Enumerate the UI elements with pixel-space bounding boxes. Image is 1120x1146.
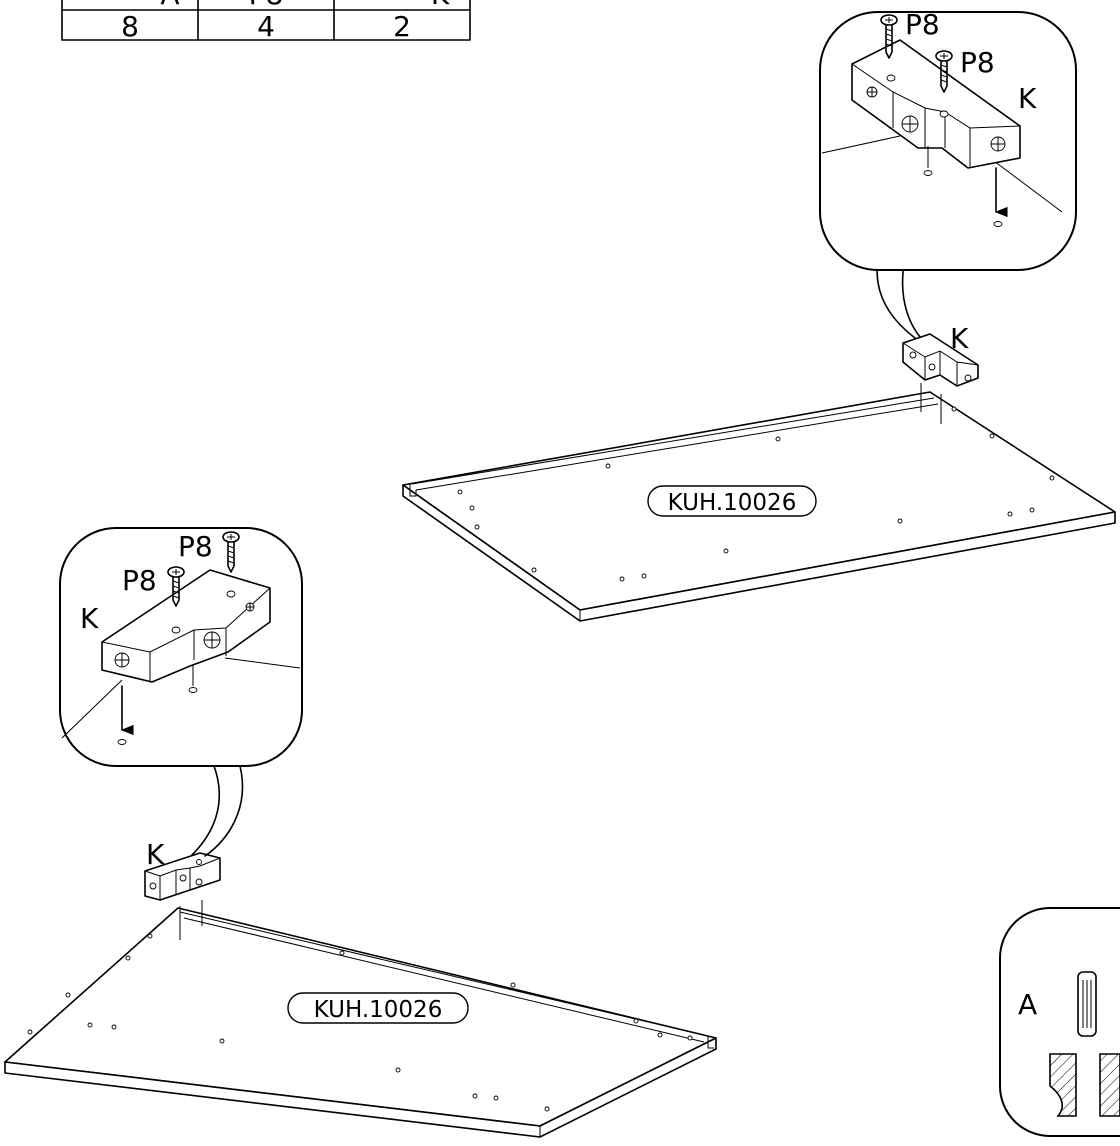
- screw-icon: [167, 566, 185, 607]
- panel-left-holes: [27, 933, 693, 1112]
- screw-icon: [880, 14, 898, 59]
- detail-bubble-left: P8 P8 K: [59, 527, 303, 767]
- bracket-k-left: K: [144, 838, 221, 940]
- cam-bracket-icon: [101, 569, 271, 693]
- detail-right-bracket-label: K: [1018, 82, 1037, 115]
- dowel-callout-label: A: [1018, 988, 1037, 1021]
- screw-icon: [935, 50, 953, 93]
- parts-table: A P8 K 8 4 2: [61, 0, 471, 43]
- table-header-p8: P8: [249, 0, 284, 11]
- panel-right-holes: [457, 406, 1055, 582]
- bracket-k-right-label: K: [950, 322, 969, 355]
- panel-right-code: KUH.10026: [668, 490, 797, 516]
- step-left: KUH.10026 K: [4, 527, 717, 1138]
- detail-bubble-right: P8 P8 K: [819, 8, 1077, 271]
- bracket-k-right: K: [902, 322, 979, 424]
- table-count-k: 2: [393, 10, 411, 43]
- table-count-a: 8: [121, 10, 139, 43]
- dowel-icon: [1077, 971, 1097, 1037]
- screw-icon: [222, 531, 240, 573]
- panel-left-code: KUH.10026: [314, 997, 443, 1023]
- detail-left-bracket-label: K: [80, 602, 99, 635]
- step-right: KUH.10026 K: [402, 8, 1116, 622]
- detail-right-screw-1-label: P8: [905, 8, 940, 41]
- dowel-callout: A: [999, 907, 1120, 1137]
- panel-right: KUH.10026: [402, 391, 1116, 622]
- bracket-k-left-label: K: [146, 838, 165, 871]
- cam-bracket-icon: [851, 39, 1021, 176]
- table-count-p8: 4: [257, 10, 275, 43]
- detail-left-screw-2-label: P8: [178, 530, 213, 563]
- detail-left-screw-1-label: P8: [122, 564, 157, 597]
- table-header-a: A: [160, 0, 179, 11]
- panel-left: KUH.10026: [4, 907, 717, 1138]
- detail-right-screw-2-label: P8: [960, 46, 995, 79]
- table-header-k: K: [431, 0, 450, 11]
